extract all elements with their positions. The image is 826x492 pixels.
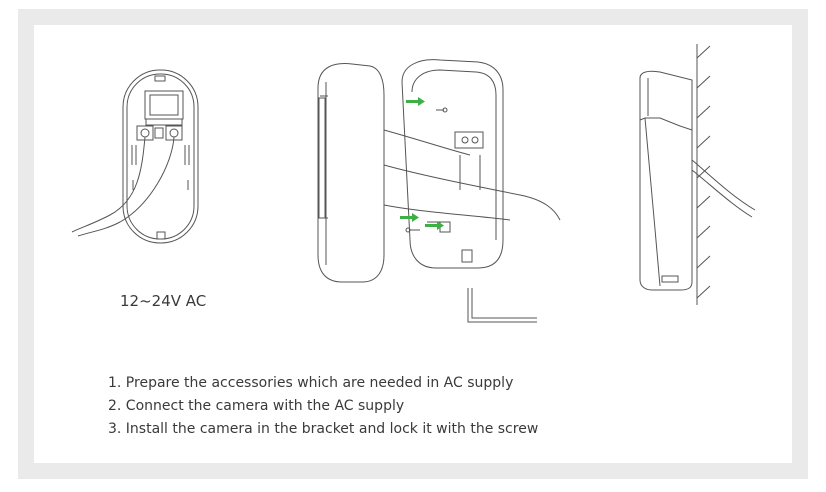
instruction-steps: 1. Prepare the accessories which are nee… <box>108 372 538 441</box>
step-1: 1. Prepare the accessories which are nee… <box>108 375 514 391</box>
camera-and-bracket-view <box>317 59 561 323</box>
insert-arrows <box>400 97 444 230</box>
mounted-side-view <box>639 44 756 305</box>
voltage-label: 12~24V AC <box>120 292 207 310</box>
step-2: 2. Connect the camera with the AC supply <box>108 398 405 414</box>
step-3: 3. Install the camera in the bracket and… <box>108 421 539 437</box>
bracket-back-view <box>71 69 199 244</box>
